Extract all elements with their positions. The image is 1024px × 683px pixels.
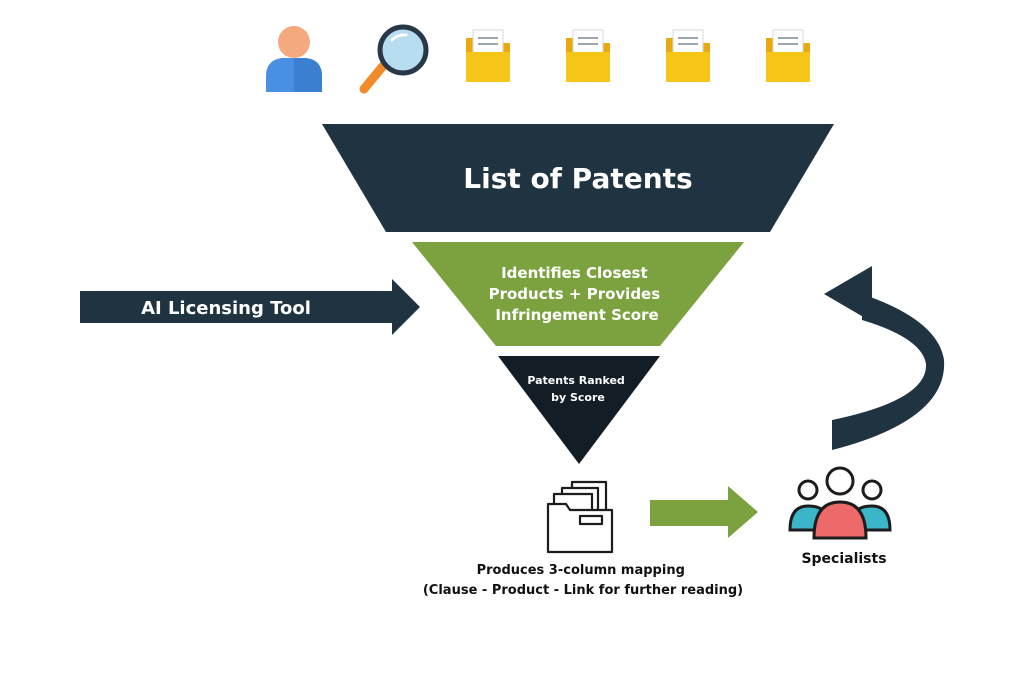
magnifier-icon bbox=[359, 24, 429, 94]
funnel-level-3 bbox=[498, 356, 660, 464]
funnel-level-3-line: by Score bbox=[551, 391, 605, 404]
loop-arrow-icon bbox=[824, 266, 945, 450]
output-caption-line: (Clause - Product - Link for further rea… bbox=[423, 583, 743, 598]
output-caption: Produces 3-column mapping (Clause - Prod… bbox=[423, 563, 743, 598]
folder-icon bbox=[566, 29, 610, 82]
team-icon bbox=[788, 466, 892, 540]
funnel-level-2-line: Identifies Closest bbox=[501, 264, 648, 282]
output-caption-line: Produces 3-column mapping bbox=[477, 563, 685, 578]
funnel-level-1-label: List of Patents bbox=[463, 162, 692, 195]
funnel-level-3-text: Patents Ranked by Score bbox=[527, 374, 628, 404]
funnel-level-1 bbox=[322, 124, 834, 232]
specialists-label: Specialists bbox=[801, 551, 886, 567]
documents-box-icon bbox=[546, 480, 614, 554]
funnel-level-2 bbox=[412, 242, 744, 346]
funnel-level-2-line: Infringement Score bbox=[495, 306, 658, 324]
user-icon bbox=[266, 26, 322, 92]
funnel-level-2-line: Products + Provides bbox=[489, 285, 661, 303]
folder-icon bbox=[466, 29, 510, 82]
funnel-level-2-text: Identifies Closest Products + Provides I… bbox=[489, 264, 666, 324]
to-specialists-arrow bbox=[650, 486, 758, 538]
input-arrow bbox=[80, 279, 420, 335]
funnel-level-3-line: Patents Ranked bbox=[527, 374, 624, 387]
folder-icon bbox=[666, 29, 710, 82]
folder-icon bbox=[766, 29, 810, 82]
input-arrow-label: AI Licensing Tool bbox=[141, 298, 311, 319]
